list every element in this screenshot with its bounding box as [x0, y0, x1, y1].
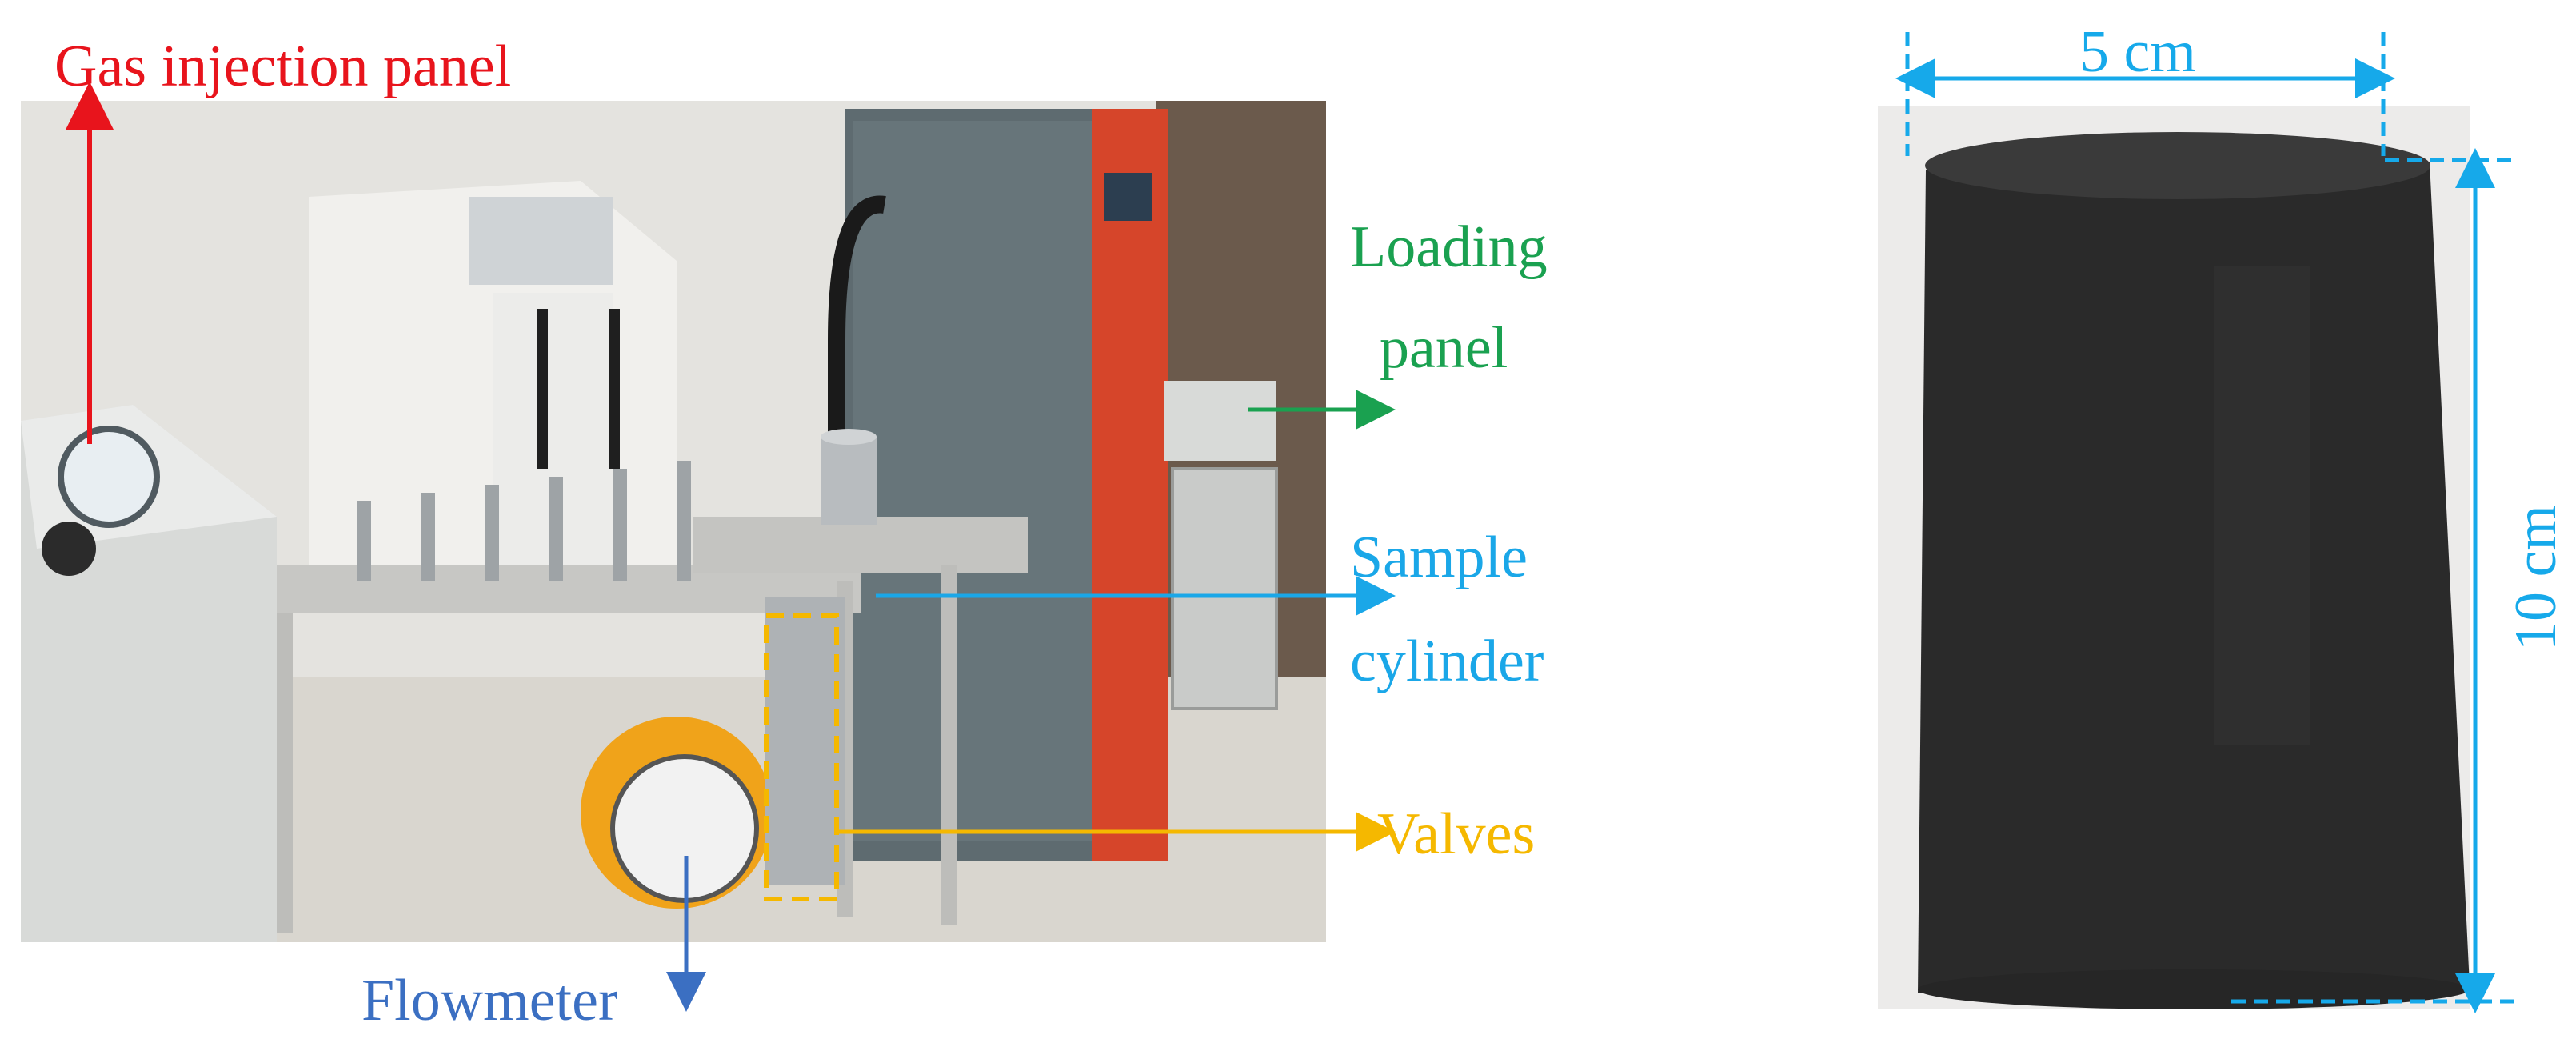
valves-label: Valves [1377, 801, 1536, 867]
apparatus-photo [21, 101, 1326, 942]
apparatus-illustration [21, 101, 1326, 942]
height-dimension-label: 10 cm [2502, 505, 2569, 651]
width-dimension-label: 5 cm [2079, 19, 2196, 85]
sample-cylinder-label-line1: Sample [1350, 525, 1528, 590]
loading-panel-label-line1: Loading [1350, 214, 1548, 280]
gas-injection-panel-label: Gas injection panel [54, 34, 512, 99]
sample-cylinder-photo [1878, 106, 2470, 1009]
flowmeter-label: Flowmeter [361, 968, 618, 1033]
coal-cylinder-illustration [1878, 106, 2470, 1009]
sample-cylinder-label-line2: cylinder [1350, 629, 1544, 694]
loading-panel-label-line2: panel [1380, 315, 1508, 381]
